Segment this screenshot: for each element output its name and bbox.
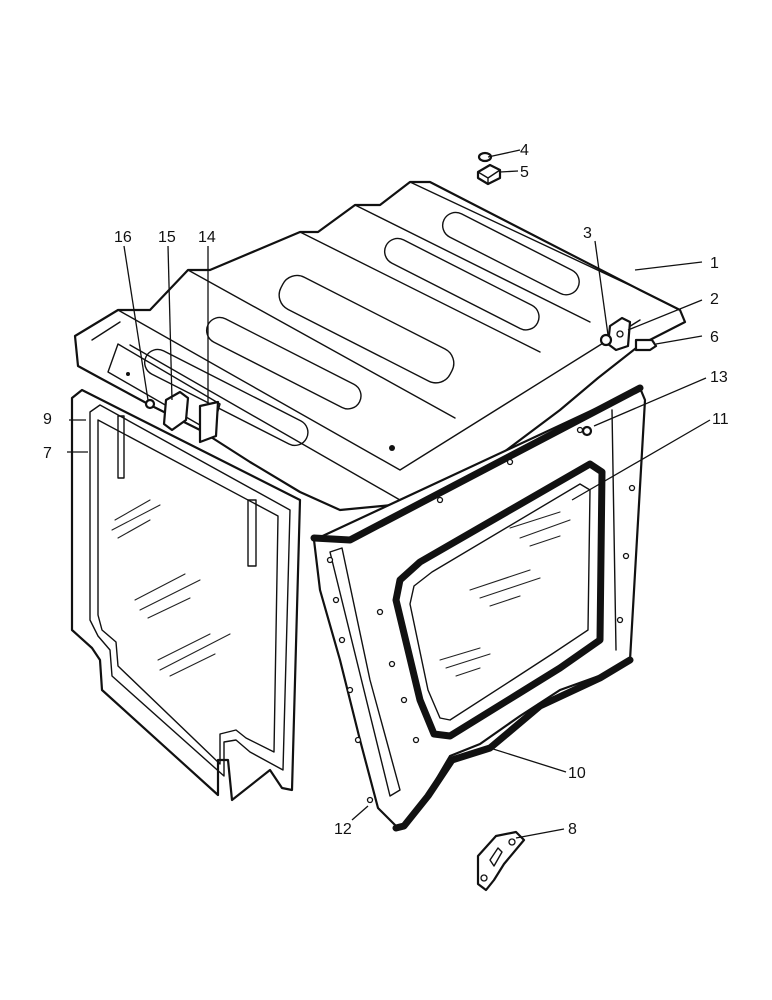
callout-2: 2 (710, 291, 719, 308)
callout-1: 1 (710, 255, 719, 272)
callout-5: 5 (520, 164, 529, 181)
side-door-panel (310, 384, 647, 832)
callout-3: 3 (583, 225, 592, 242)
callout-labels: 1 2 3 4 5 6 7 8 9 10 11 12 13 14 15 16 (43, 142, 729, 838)
hinge-bracket (599, 316, 658, 352)
callout-14: 14 (198, 229, 216, 246)
callout-16: 16 (114, 229, 132, 246)
callout-6: 6 (710, 329, 719, 346)
block-clip (476, 163, 502, 186)
callout-11: 11 (712, 411, 729, 428)
leader-lines (67, 149, 711, 839)
callout-8: 8 (568, 821, 577, 838)
mounting-bracket (476, 830, 526, 892)
callout-13: 13 (710, 369, 728, 386)
callout-12: 12 (334, 821, 352, 838)
front-window-frame (70, 388, 302, 802)
callout-7: 7 (43, 445, 52, 462)
callout-15: 15 (158, 229, 176, 246)
pivot-hardware (144, 390, 220, 444)
callout-4: 4 (520, 142, 529, 159)
callout-10: 10 (568, 765, 586, 782)
callout-9: 9 (43, 411, 52, 428)
